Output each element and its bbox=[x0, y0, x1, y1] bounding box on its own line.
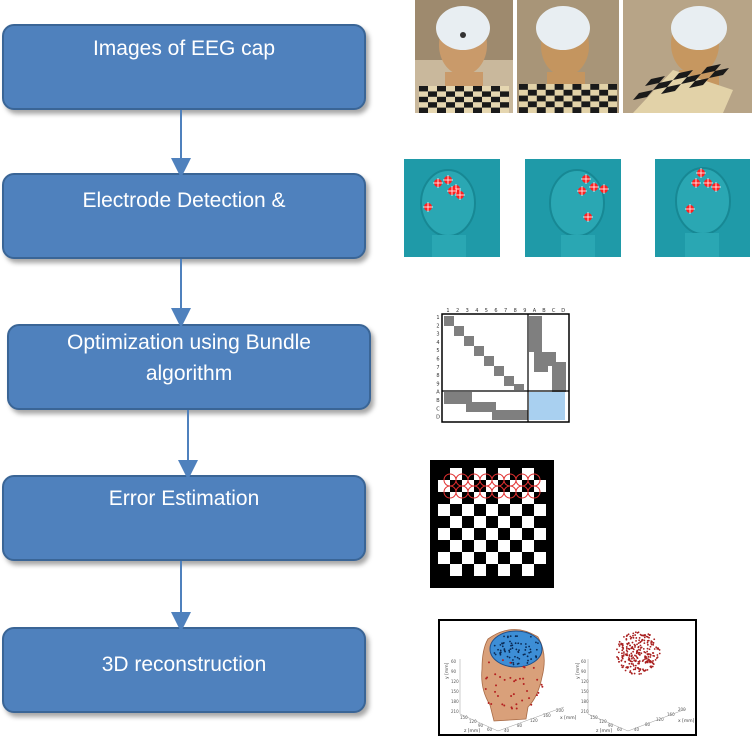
tick-label: 120 bbox=[530, 718, 538, 723]
electrode-markers bbox=[423, 168, 721, 222]
right-ylabel: y [mm] bbox=[575, 662, 581, 679]
matrix-col-label: 9 bbox=[523, 308, 526, 314]
matrix-corner-block bbox=[529, 392, 565, 420]
right-zlabel: z [mm] bbox=[596, 728, 612, 734]
tick-label: 60 bbox=[451, 659, 457, 664]
matrix-row-label: 7 bbox=[436, 365, 439, 371]
tick-label: 210 bbox=[581, 709, 589, 714]
photo-checkerboards bbox=[419, 64, 729, 113]
head-electrode-points bbox=[484, 635, 544, 710]
photo-side-left bbox=[517, 0, 619, 113]
tick-label: 80 bbox=[517, 723, 523, 728]
tick-label: 90 bbox=[581, 669, 587, 674]
matrix-diagonal bbox=[444, 316, 524, 390]
matrix-col-label: D bbox=[561, 308, 565, 314]
left-zlabel: z [mm] bbox=[464, 728, 480, 734]
matrix-row-label: B bbox=[436, 398, 440, 404]
matrix-col-label: 6 bbox=[494, 308, 497, 314]
tick-label: 90 bbox=[451, 669, 457, 674]
matrix-row-label: 6 bbox=[436, 357, 439, 363]
matrix-row-label: 5 bbox=[436, 348, 439, 354]
step-optimization-label-line1: Optimization using Bundle bbox=[67, 331, 311, 354]
eeg-cap-photos bbox=[415, 0, 752, 113]
axis-lines bbox=[459, 659, 687, 732]
electrode-detection-images bbox=[404, 159, 750, 257]
tick-label: 210 bbox=[451, 709, 459, 714]
tick-label: 120 bbox=[581, 679, 589, 684]
step-optimization-label-line2: algorithm bbox=[145, 362, 233, 385]
matrix-row-label: 2 bbox=[436, 323, 439, 329]
step-reconstruction-label: 3D reconstruction bbox=[101, 653, 267, 676]
tick-label: 120 bbox=[451, 679, 459, 684]
step-images-box: Images of EEG cap bbox=[2, 24, 366, 110]
tick-label: 80 bbox=[645, 722, 651, 727]
reconstruction-3d-plots: y [mm] x [mm] z [mm] y [mm] x [mm] z [mm… bbox=[438, 619, 697, 736]
matrix-row-label: D bbox=[436, 415, 440, 421]
matrix-col-label: A bbox=[533, 308, 537, 314]
checkerboard-detected-circles bbox=[443, 473, 541, 499]
tick-label: 160 bbox=[543, 713, 551, 718]
tick-label: 150 bbox=[460, 715, 468, 720]
tick-label: 120 bbox=[656, 717, 664, 722]
step-error-label: Error Estimation bbox=[108, 487, 260, 510]
matrix-col-label: 5 bbox=[485, 308, 488, 314]
point-cloud bbox=[616, 631, 661, 675]
matrix-right-blocks bbox=[529, 316, 566, 392]
tick-label: 120 bbox=[599, 719, 607, 724]
tick-label: 60 bbox=[487, 727, 493, 732]
matrix-col-label: 1 bbox=[446, 308, 449, 314]
step-detection-label: Electrode Detection & bbox=[82, 189, 286, 212]
matrix-bottom-blocks bbox=[444, 392, 528, 420]
matrix-row-label: 8 bbox=[436, 373, 439, 379]
tick-label: 180 bbox=[451, 699, 459, 704]
checkerboard-squares bbox=[438, 468, 546, 576]
step-detection-box: Electrode Detection & bbox=[2, 173, 366, 259]
matrix-col-label: B bbox=[542, 308, 546, 314]
detection-view-2 bbox=[525, 159, 621, 257]
tick-label: 40 bbox=[634, 727, 640, 732]
matrix-col-label: 7 bbox=[504, 308, 507, 314]
tick-label: 180 bbox=[581, 699, 589, 704]
tick-label: 150 bbox=[590, 715, 598, 720]
right-xlabel: x [mm] bbox=[678, 718, 695, 724]
tick-label: 120 bbox=[469, 719, 477, 724]
step-images-label: Images of EEG cap bbox=[92, 37, 276, 60]
tick-label: 90 bbox=[478, 723, 484, 728]
matrix-col-label: 3 bbox=[466, 308, 469, 314]
matrix-col-label: 2 bbox=[456, 308, 459, 314]
left-ylabel: y [mm] bbox=[444, 662, 450, 679]
matrix-row-label: C bbox=[436, 406, 440, 412]
left-xlabel: x [mm] bbox=[560, 715, 577, 721]
matrix-col-label: 4 bbox=[475, 308, 478, 314]
tick-label: 60 bbox=[581, 659, 587, 664]
tick-label: 60 bbox=[617, 727, 623, 732]
matrix-row-label: 3 bbox=[436, 332, 439, 338]
tick-label: 90 bbox=[608, 723, 614, 728]
tick-label: 40 bbox=[504, 728, 510, 733]
tick-label: 150 bbox=[581, 689, 589, 694]
tick-label: 200 bbox=[678, 707, 686, 712]
step-optimization-box: Optimization using Bundle algorithm bbox=[7, 324, 371, 410]
detection-view-1 bbox=[404, 159, 500, 257]
matrix-row-label: A bbox=[436, 390, 440, 396]
tick-label: 150 bbox=[451, 689, 459, 694]
matrix-row-label: 1 bbox=[436, 315, 439, 321]
matrix-row-label: 4 bbox=[436, 340, 439, 346]
matrix-row-label: 9 bbox=[436, 381, 439, 387]
error-checkerboard bbox=[430, 460, 554, 588]
head-model bbox=[481, 629, 545, 722]
tick-label: 200 bbox=[556, 708, 564, 713]
matrix-col-label: 8 bbox=[514, 308, 517, 314]
matrix-col-label: C bbox=[552, 308, 556, 314]
